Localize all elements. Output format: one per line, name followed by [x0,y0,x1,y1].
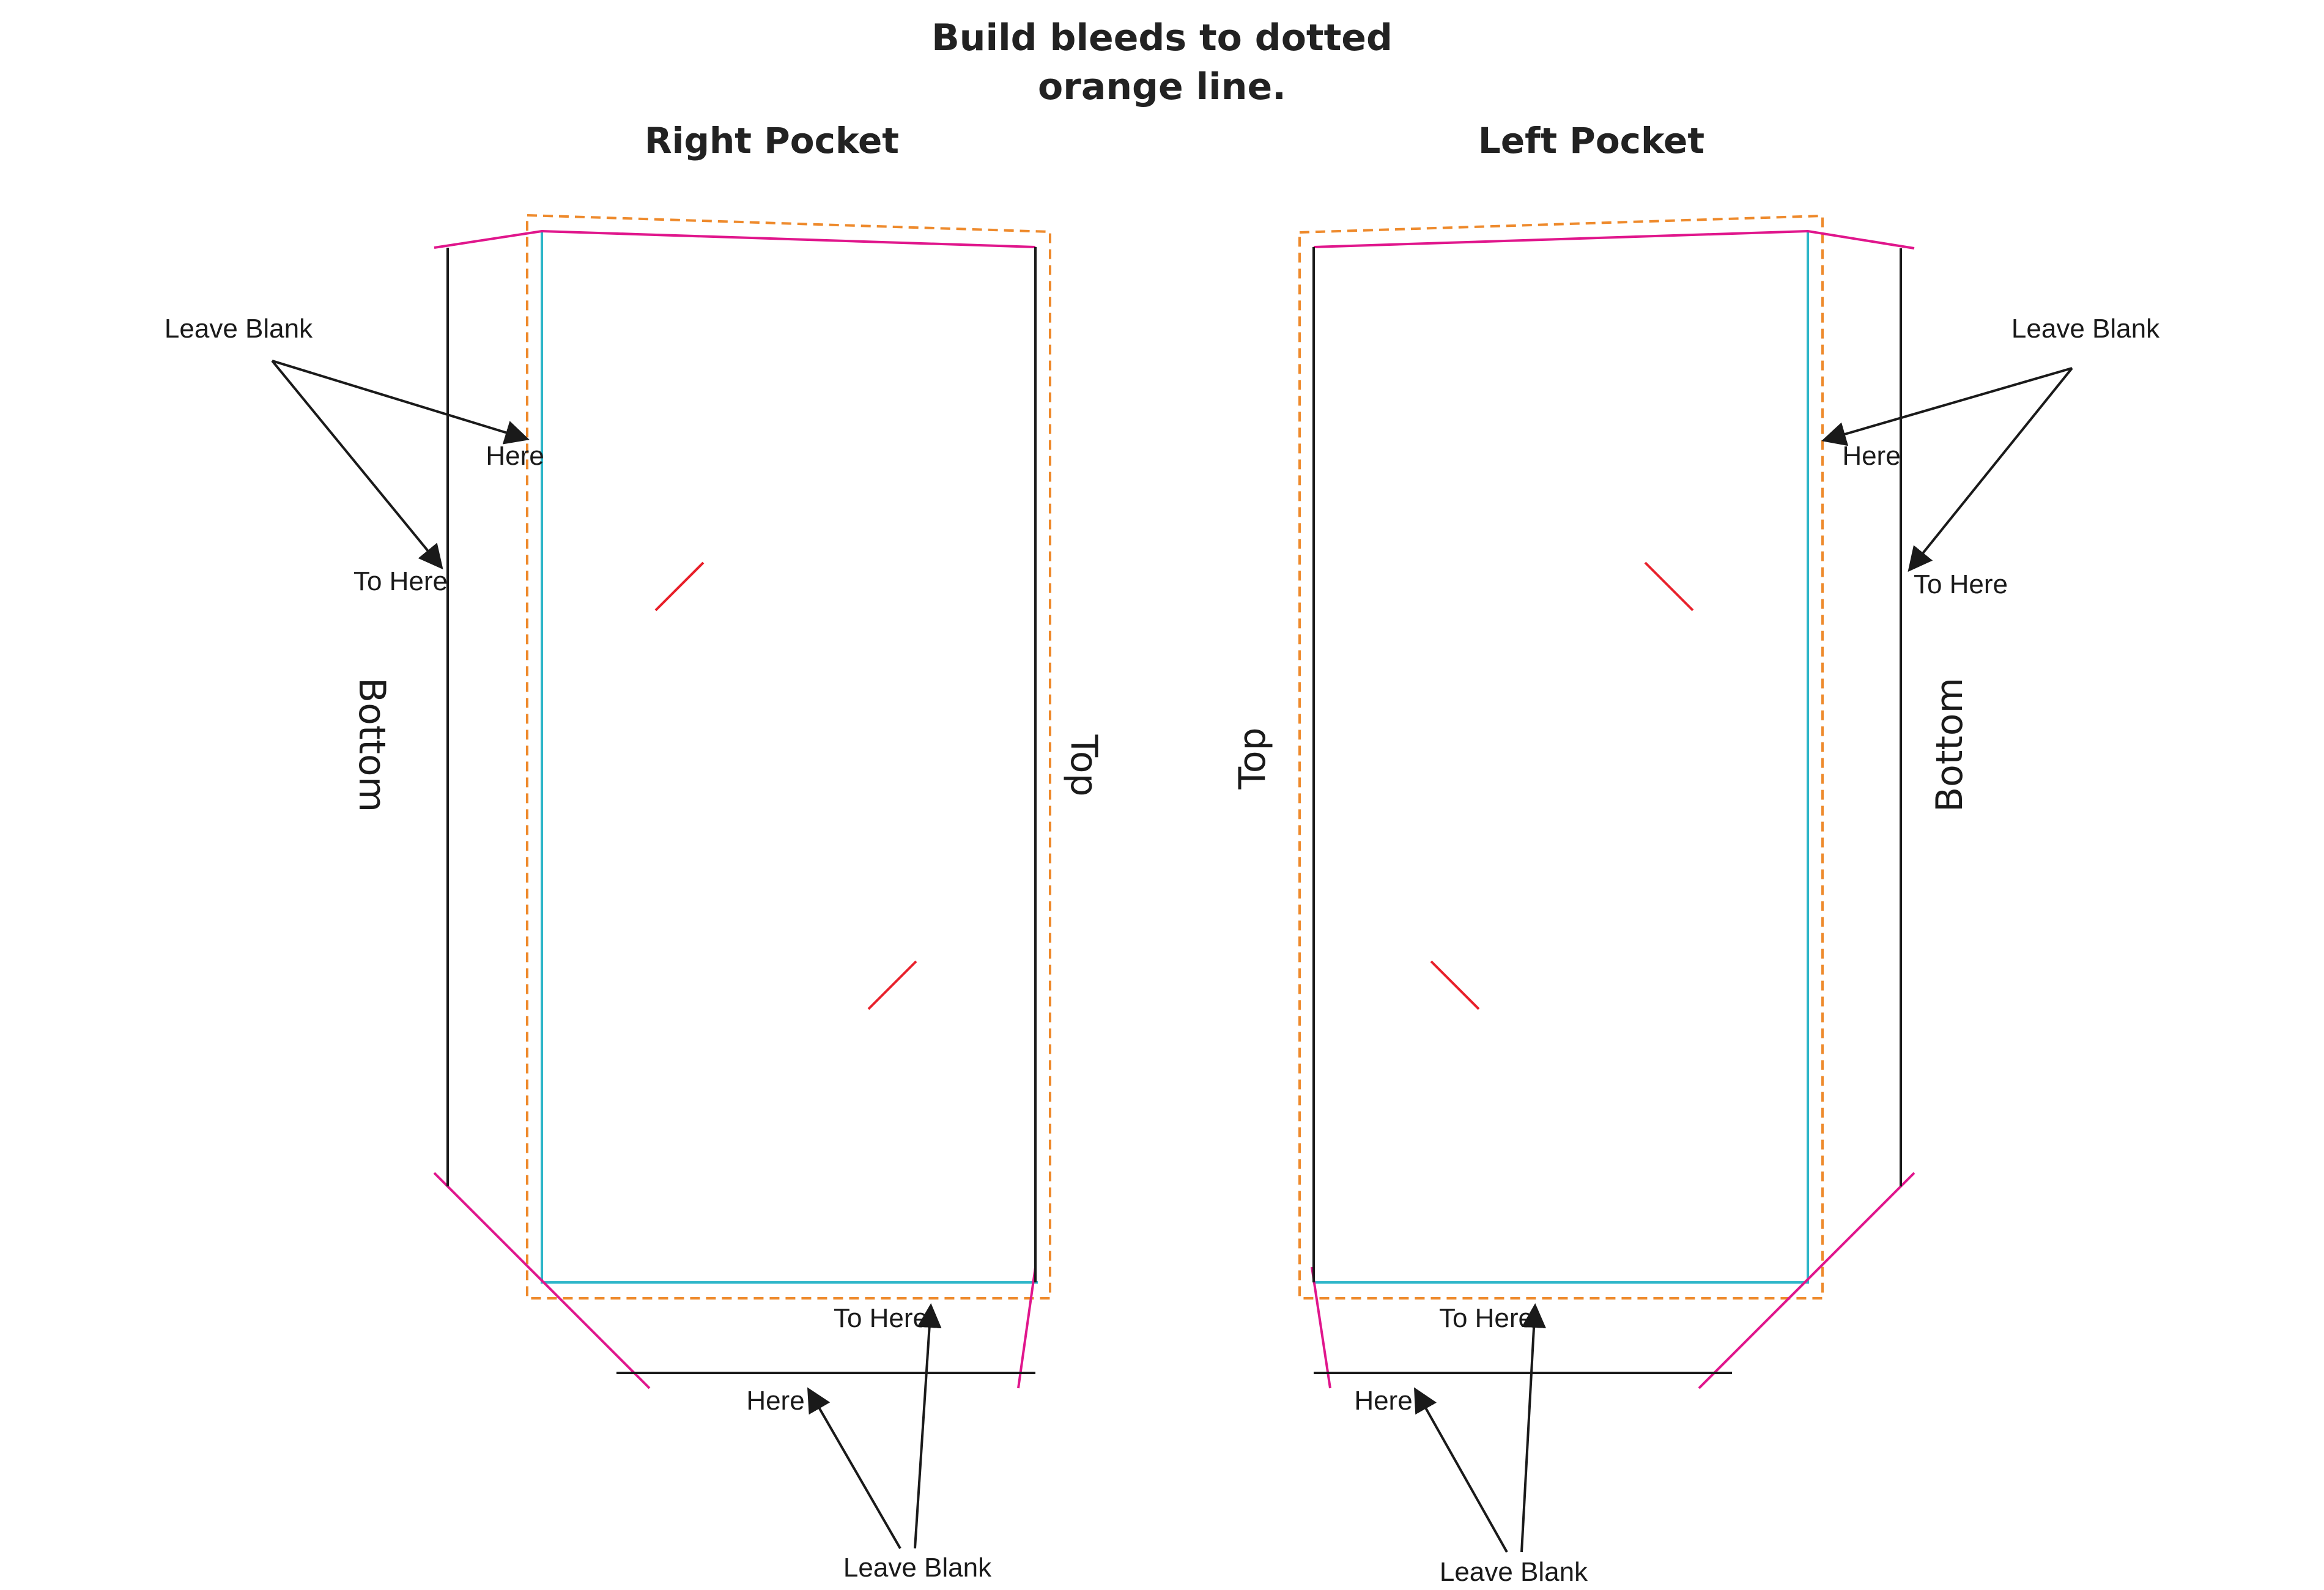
left-pocket-upper-here: Here [1842,441,1900,471]
right-pocket-lower-to-here: To Here [834,1303,928,1333]
right-pocket-card-slit-upper [654,561,705,612]
right-pocket-upper-to-here: To Here [353,566,448,596]
left-pocket-side-label-top: Top [1231,727,1274,789]
left-pocket-bleed-line [1298,214,1824,1300]
left-pocket-top-fold [1313,229,1915,250]
left-pocket-lower-leave-blank: Leave Blank [1440,1557,1588,1587]
right-pocket-arrow-lower-here [807,1387,901,1549]
left-pocket-card-slit-lower [1430,960,1480,1010]
title-line-1: Build bleeds to dotted [931,17,1393,59]
right-pocket-label: Right Pocket [645,120,899,161]
left-pocket-lower-to-here: To Here [1439,1303,1533,1333]
right-pocket: Right Pocket Bottom Top Leave Blank Here… [165,120,1105,1583]
right-pocket-trim-line [541,231,1038,1284]
left-pocket-trim-line [1314,231,1809,1284]
right-pocket-upper-leave-blank: Leave Blank [165,314,313,344]
left-pocket-side-fold [1311,1266,1331,1389]
left-pocket-corner-fold [1698,1172,1915,1389]
right-pocket-arrow-lower-to-here [914,1303,942,1549]
left-pocket-upper-to-here: To Here [1914,569,2008,599]
left-pocket-arrow-lower-to-here [1520,1303,1547,1553]
left-pocket-side-label-bottom: Bottom [1928,678,1971,812]
left-pocket: Left Pocket Top Bottom Leave Blank Here … [1231,120,2160,1587]
right-pocket-top-fold [434,229,1036,249]
right-pocket-arrow-upper-to-here [271,360,443,570]
right-pocket-upper-here: Here [486,441,544,471]
left-pocket-arrow-lower-here [1414,1387,1508,1553]
left-pocket-arrow-upper-here [1821,367,2073,446]
right-pocket-side-label-bottom: Bottom [350,678,393,812]
right-pocket-bleed-line [526,213,1051,1300]
left-pocket-card-slit-upper [1644,561,1694,612]
right-pocket-lower-here: Here [746,1386,804,1416]
right-pocket-lower-leave-blank: Leave Blank [843,1553,992,1583]
left-pocket-label: Left Pocket [1478,120,1704,161]
right-pocket-arrow-upper-here [272,360,530,445]
left-pocket-lower-here: Here [1354,1386,1412,1416]
left-pocket-arrow-upper-to-here [1908,367,2073,572]
title-line-2: orange line. [1038,65,1286,108]
right-pocket-corner-fold [433,1172,651,1389]
left-pocket-upper-leave-blank: Leave Blank [2011,314,2160,344]
right-pocket-side-label-top: Top [1062,734,1105,796]
right-pocket-card-slit-lower [867,960,917,1010]
right-pocket-side-fold [1017,1266,1037,1389]
